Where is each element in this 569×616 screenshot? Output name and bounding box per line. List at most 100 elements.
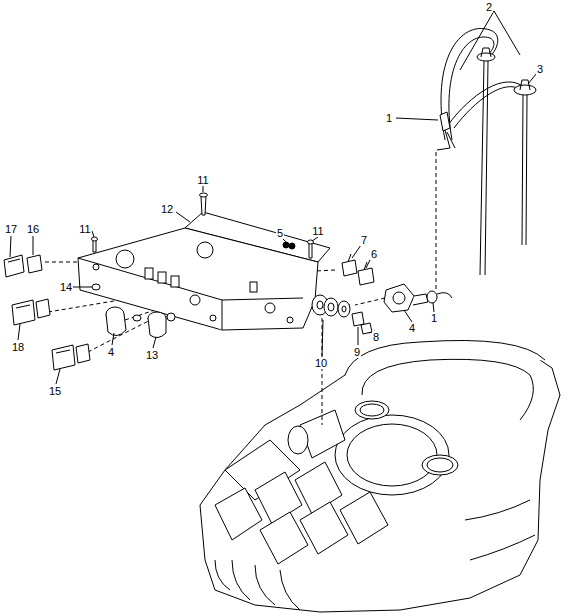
callout-number: 11	[196, 174, 209, 186]
callout-number: 4	[107, 346, 115, 358]
console-body	[422, 455, 458, 475]
console-body	[335, 415, 449, 495]
callout-number: 3	[536, 63, 544, 75]
rocker-switch	[12, 300, 35, 325]
screw	[283, 242, 289, 248]
callout-number: 8	[372, 331, 380, 343]
leader-line	[396, 118, 438, 120]
assembly-line	[355, 298, 385, 305]
console-body	[232, 560, 250, 600]
console-body	[295, 462, 342, 514]
panel-plate	[171, 276, 179, 287]
screw	[200, 193, 208, 197]
callout-number: 1	[385, 112, 393, 124]
fitting	[413, 294, 428, 305]
console-body	[288, 426, 308, 454]
fitting	[338, 301, 350, 317]
leader-line	[358, 327, 359, 345]
callout-number: 12	[160, 203, 174, 215]
console-body	[347, 424, 437, 486]
fitting	[312, 284, 452, 334]
rocker-switch	[76, 344, 90, 363]
hose-assembly	[440, 112, 450, 131]
leader-line	[404, 310, 412, 322]
leader-line	[10, 236, 11, 257]
console-body	[200, 342, 560, 612]
callout-number: 18	[11, 341, 25, 353]
rocker-switch	[8, 259, 20, 262]
fitting	[352, 312, 364, 326]
fitting	[342, 306, 346, 312]
rocker-switch	[27, 255, 42, 273]
leader-line	[33, 236, 34, 255]
hose-assembly	[477, 53, 495, 61]
rocker-switch	[16, 305, 30, 308]
panel-plate	[250, 282, 257, 292]
assembly-line	[436, 152, 437, 290]
console-body	[215, 560, 230, 590]
leader-line	[73, 287, 92, 288]
rocker-switch	[56, 350, 70, 353]
panel-plate	[287, 317, 293, 323]
callout-number: 9	[353, 346, 361, 358]
fitting	[317, 301, 323, 309]
console-body	[340, 492, 388, 544]
panel-plate	[210, 315, 216, 321]
leader-line	[176, 212, 190, 222]
knob	[106, 307, 175, 338]
fitting	[324, 298, 338, 316]
toggle-switch	[358, 268, 374, 285]
screw	[92, 193, 314, 290]
console-body	[427, 458, 453, 472]
panel-plate	[116, 250, 134, 268]
console-body	[465, 500, 530, 520]
leader-line	[312, 237, 318, 241]
screw	[309, 243, 312, 258]
leader-line	[18, 324, 20, 340]
console-body	[215, 488, 262, 540]
hose-assembly	[480, 61, 488, 275]
panel-plate	[265, 303, 275, 313]
callout-number: 7	[360, 234, 368, 246]
leader-line	[153, 337, 156, 348]
fitting	[427, 291, 437, 303]
leader-line	[92, 231, 94, 237]
leader-line	[322, 320, 323, 356]
fitting	[384, 284, 414, 312]
console-body	[360, 404, 384, 416]
hose-assembly	[447, 132, 455, 148]
leader-line	[460, 11, 494, 70]
assembly-line	[322, 318, 323, 425]
hose-assembly	[437, 28, 536, 275]
callout-number: 11	[78, 223, 91, 235]
hose-assembly	[448, 82, 525, 125]
knob	[133, 315, 141, 321]
rocker-switch	[4, 255, 24, 277]
knob	[148, 318, 166, 338]
hose-assembly	[522, 95, 527, 245]
callout-number: 1	[430, 312, 438, 324]
leader-line	[528, 74, 536, 84]
rocker-switch	[52, 345, 75, 370]
console-body	[470, 535, 535, 560]
leader-line	[203, 186, 204, 192]
callout-number: 15	[48, 385, 62, 397]
callout-number: 6	[370, 248, 378, 260]
panel-plate	[190, 295, 200, 305]
screw	[201, 196, 206, 215]
leader-line	[352, 245, 361, 258]
fitting	[328, 303, 334, 311]
callout-number: 14	[59, 281, 73, 293]
assembly-line	[45, 152, 436, 425]
fitting	[437, 293, 452, 298]
knob	[167, 313, 175, 321]
leader-line	[494, 11, 520, 55]
panel-plate	[158, 272, 166, 283]
toggle-switch	[342, 260, 357, 276]
leader-line	[112, 333, 114, 345]
knob	[106, 314, 126, 336]
panel-plate	[145, 268, 153, 279]
screw	[92, 237, 98, 241]
toggle-switch	[348, 254, 351, 262]
